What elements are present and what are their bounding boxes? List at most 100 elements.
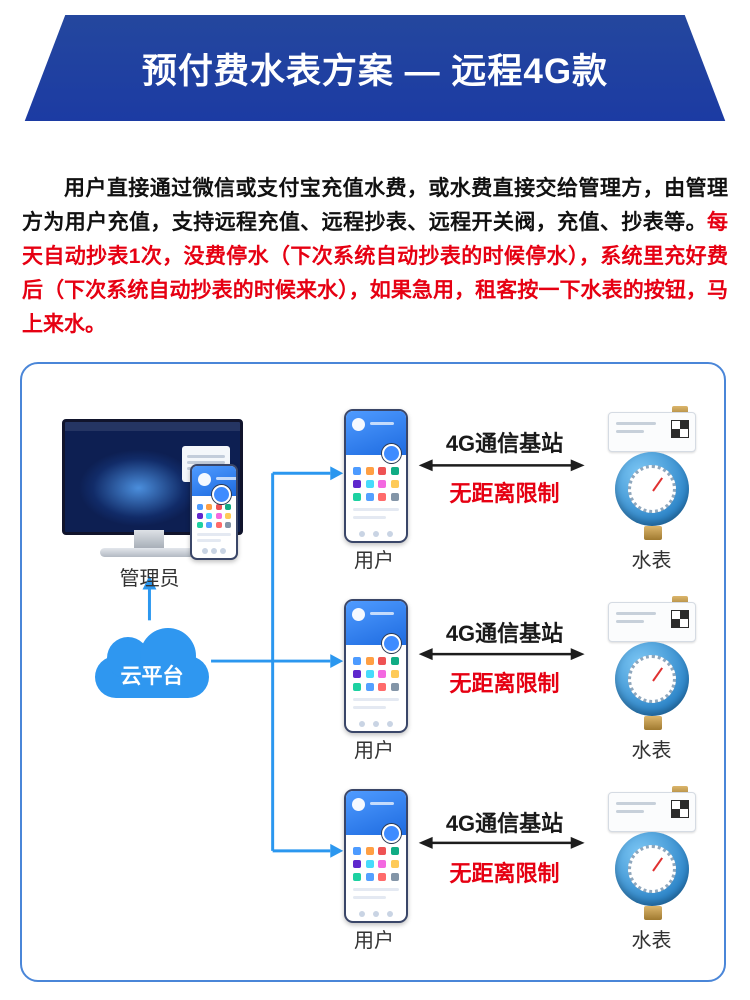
phone-header xyxy=(346,791,406,843)
app-icon xyxy=(378,480,387,488)
meter-dial xyxy=(628,655,676,703)
header-text-line xyxy=(370,422,394,425)
app-icon xyxy=(352,847,361,855)
user-phone xyxy=(344,599,408,733)
admin-label: 管理员 xyxy=(119,568,180,590)
phone-body xyxy=(192,496,236,554)
app-icon xyxy=(196,504,203,510)
station-label: 4G通信基站 xyxy=(445,431,564,456)
meter-needle xyxy=(652,477,663,492)
app-icon xyxy=(391,480,400,488)
app-icon xyxy=(378,847,387,855)
app-icon xyxy=(352,683,361,691)
text-line xyxy=(353,706,386,709)
avatar-icon xyxy=(198,473,211,486)
app-icon xyxy=(352,480,361,488)
avatar-icon xyxy=(352,798,365,811)
app-icon xyxy=(391,683,400,691)
module-text-line xyxy=(616,430,644,433)
phone-body xyxy=(346,455,406,537)
admin-phone xyxy=(190,464,238,560)
app-icon xyxy=(206,522,213,528)
qr-code-icon xyxy=(671,420,689,438)
distance-label: 无距离限制 xyxy=(449,481,560,506)
phone-header xyxy=(346,601,406,653)
phone-navbar xyxy=(346,911,406,917)
app-icon xyxy=(378,873,387,881)
meter-needle xyxy=(652,667,663,682)
text-line xyxy=(353,698,399,701)
meter-needle xyxy=(652,857,663,872)
app-icon xyxy=(206,504,213,510)
meter-comm-module xyxy=(608,602,696,642)
app-icon xyxy=(391,467,400,475)
avatar-badge xyxy=(382,444,401,463)
text-line xyxy=(353,888,399,891)
qr-code-icon xyxy=(671,610,689,628)
phone-header xyxy=(346,411,406,463)
app-icon xyxy=(196,513,203,519)
app-icon xyxy=(225,513,232,519)
app-icon xyxy=(215,522,222,528)
app-icon xyxy=(352,467,361,475)
user-phone xyxy=(344,409,408,543)
qr-code-icon xyxy=(671,800,689,818)
app-icon xyxy=(391,493,400,501)
app-icon xyxy=(378,670,387,678)
phone-body xyxy=(346,645,406,727)
app-icon xyxy=(352,670,361,678)
app-icon xyxy=(378,467,387,475)
app-icon xyxy=(365,480,374,488)
user-phone xyxy=(344,789,408,923)
monitor-base xyxy=(100,548,200,557)
app-icon xyxy=(215,504,222,510)
avatar-icon xyxy=(352,418,365,431)
water-meter xyxy=(594,786,709,921)
cloud-platform: 云平台 xyxy=(92,626,212,700)
text-line xyxy=(197,539,222,542)
avatar-badge xyxy=(382,824,401,843)
header-text-line xyxy=(370,612,394,615)
station-label: 4G通信基站 xyxy=(445,621,564,646)
app-icon xyxy=(365,847,374,855)
water-meter xyxy=(594,406,709,541)
meter-bottom-fitting xyxy=(644,716,662,730)
distance-label: 无距离限制 xyxy=(449,671,560,696)
meter-label: 水表 xyxy=(631,930,672,952)
meter-bottom-fitting xyxy=(644,526,662,540)
app-icon xyxy=(225,522,232,528)
user-label: 用户 xyxy=(354,740,394,762)
avatar-icon xyxy=(352,608,365,621)
app-icon xyxy=(365,493,374,501)
app-icon xyxy=(352,860,361,868)
app-icon xyxy=(365,683,374,691)
cloud-label: 云平台 xyxy=(120,665,184,688)
meter-comm-module xyxy=(608,792,696,832)
text-line xyxy=(197,533,231,536)
app-icon-grid xyxy=(346,455,406,503)
meter-dial xyxy=(628,465,676,513)
text-line xyxy=(353,896,386,899)
avatar-badge xyxy=(212,485,231,504)
module-text-line xyxy=(616,422,656,425)
meter-bottom-fitting xyxy=(644,906,662,920)
phone-navbar xyxy=(346,531,406,537)
app-icon xyxy=(196,522,203,528)
meter-label: 水表 xyxy=(631,550,672,572)
app-icon xyxy=(365,467,374,475)
monitor-stand xyxy=(134,530,164,548)
app-icon xyxy=(378,493,387,501)
app-icon xyxy=(391,657,400,665)
page-title: 预付费水表方案 — 远程4G款 xyxy=(141,51,609,91)
header-text-line xyxy=(370,802,394,805)
water-meter xyxy=(594,596,709,731)
cloud-icon xyxy=(95,628,209,698)
text-line xyxy=(353,508,399,511)
app-icon-grid xyxy=(192,496,236,530)
module-text-line xyxy=(616,802,656,805)
app-icon-grid xyxy=(346,835,406,883)
module-text-line xyxy=(616,620,644,623)
module-text-line xyxy=(616,612,656,615)
meter-body xyxy=(615,832,689,906)
app-icon xyxy=(206,513,213,519)
